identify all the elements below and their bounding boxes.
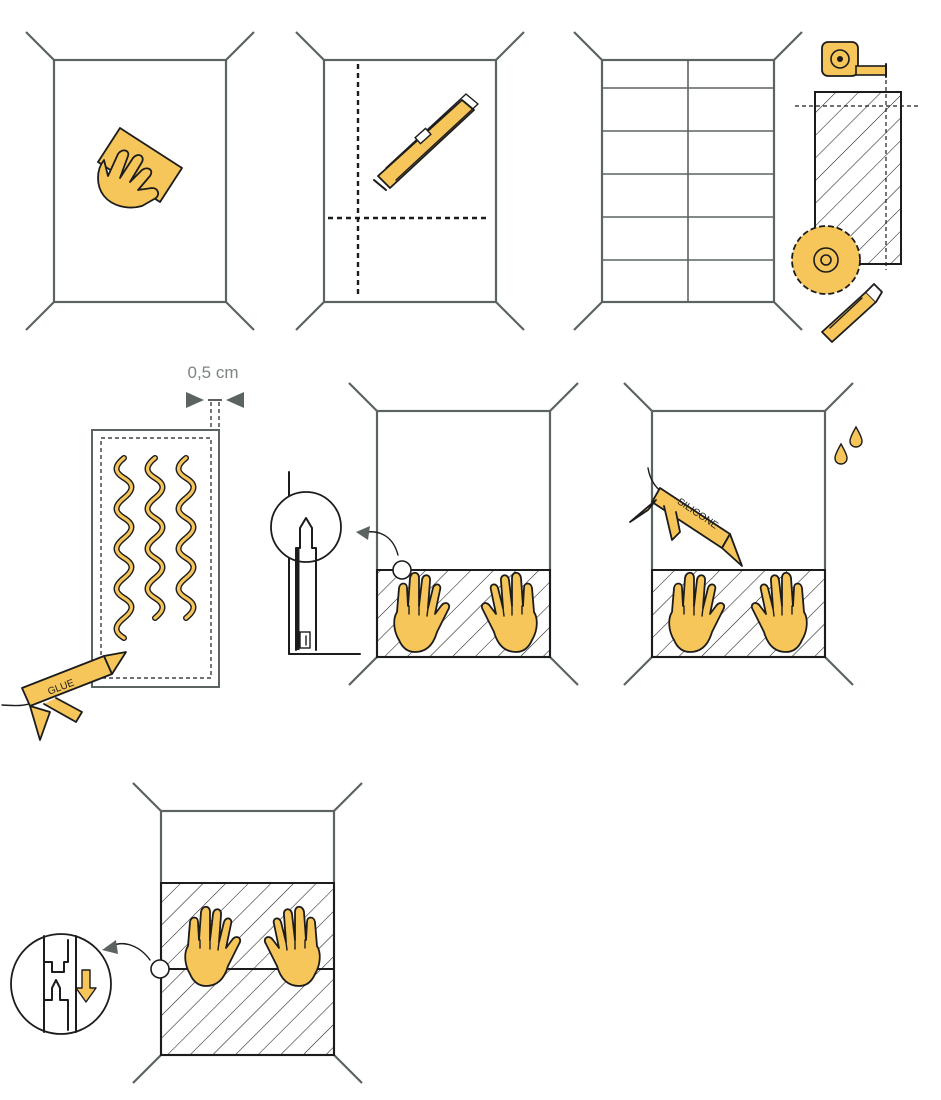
gap-dimension-label: 0,5 cm bbox=[187, 363, 238, 382]
panel-edge-detail bbox=[270, 471, 361, 655]
step-7-join-second-panel bbox=[10, 782, 363, 1084]
spirit-level-icon bbox=[373, 93, 479, 191]
utility-knife-icon bbox=[821, 283, 883, 343]
step-6-seal-silicone: SILICONE bbox=[623, 382, 863, 686]
cut-panel bbox=[795, 80, 918, 270]
tape-measure-icon bbox=[821, 41, 887, 78]
glue-beads bbox=[113, 455, 197, 641]
step-2-mark-lines bbox=[295, 31, 525, 331]
arrow-icon bbox=[75, 969, 97, 1003]
step-4-apply-glue: 0,5 cm GLUE bbox=[1, 363, 244, 741]
glue-gun-icon: GLUE bbox=[1, 651, 127, 741]
drop-icon bbox=[834, 443, 848, 465]
drop-icon bbox=[849, 426, 863, 448]
step-3-plan-and-cut bbox=[573, 31, 918, 343]
silicone-gun-icon: SILICONE bbox=[629, 467, 743, 567]
joint-detail bbox=[10, 933, 112, 1035]
step-5-place-first-panel bbox=[270, 382, 579, 686]
sanding-sponge-icon bbox=[97, 127, 183, 209]
circular-saw-blade-icon bbox=[791, 225, 861, 295]
step-1-prepare-wall bbox=[25, 31, 255, 331]
